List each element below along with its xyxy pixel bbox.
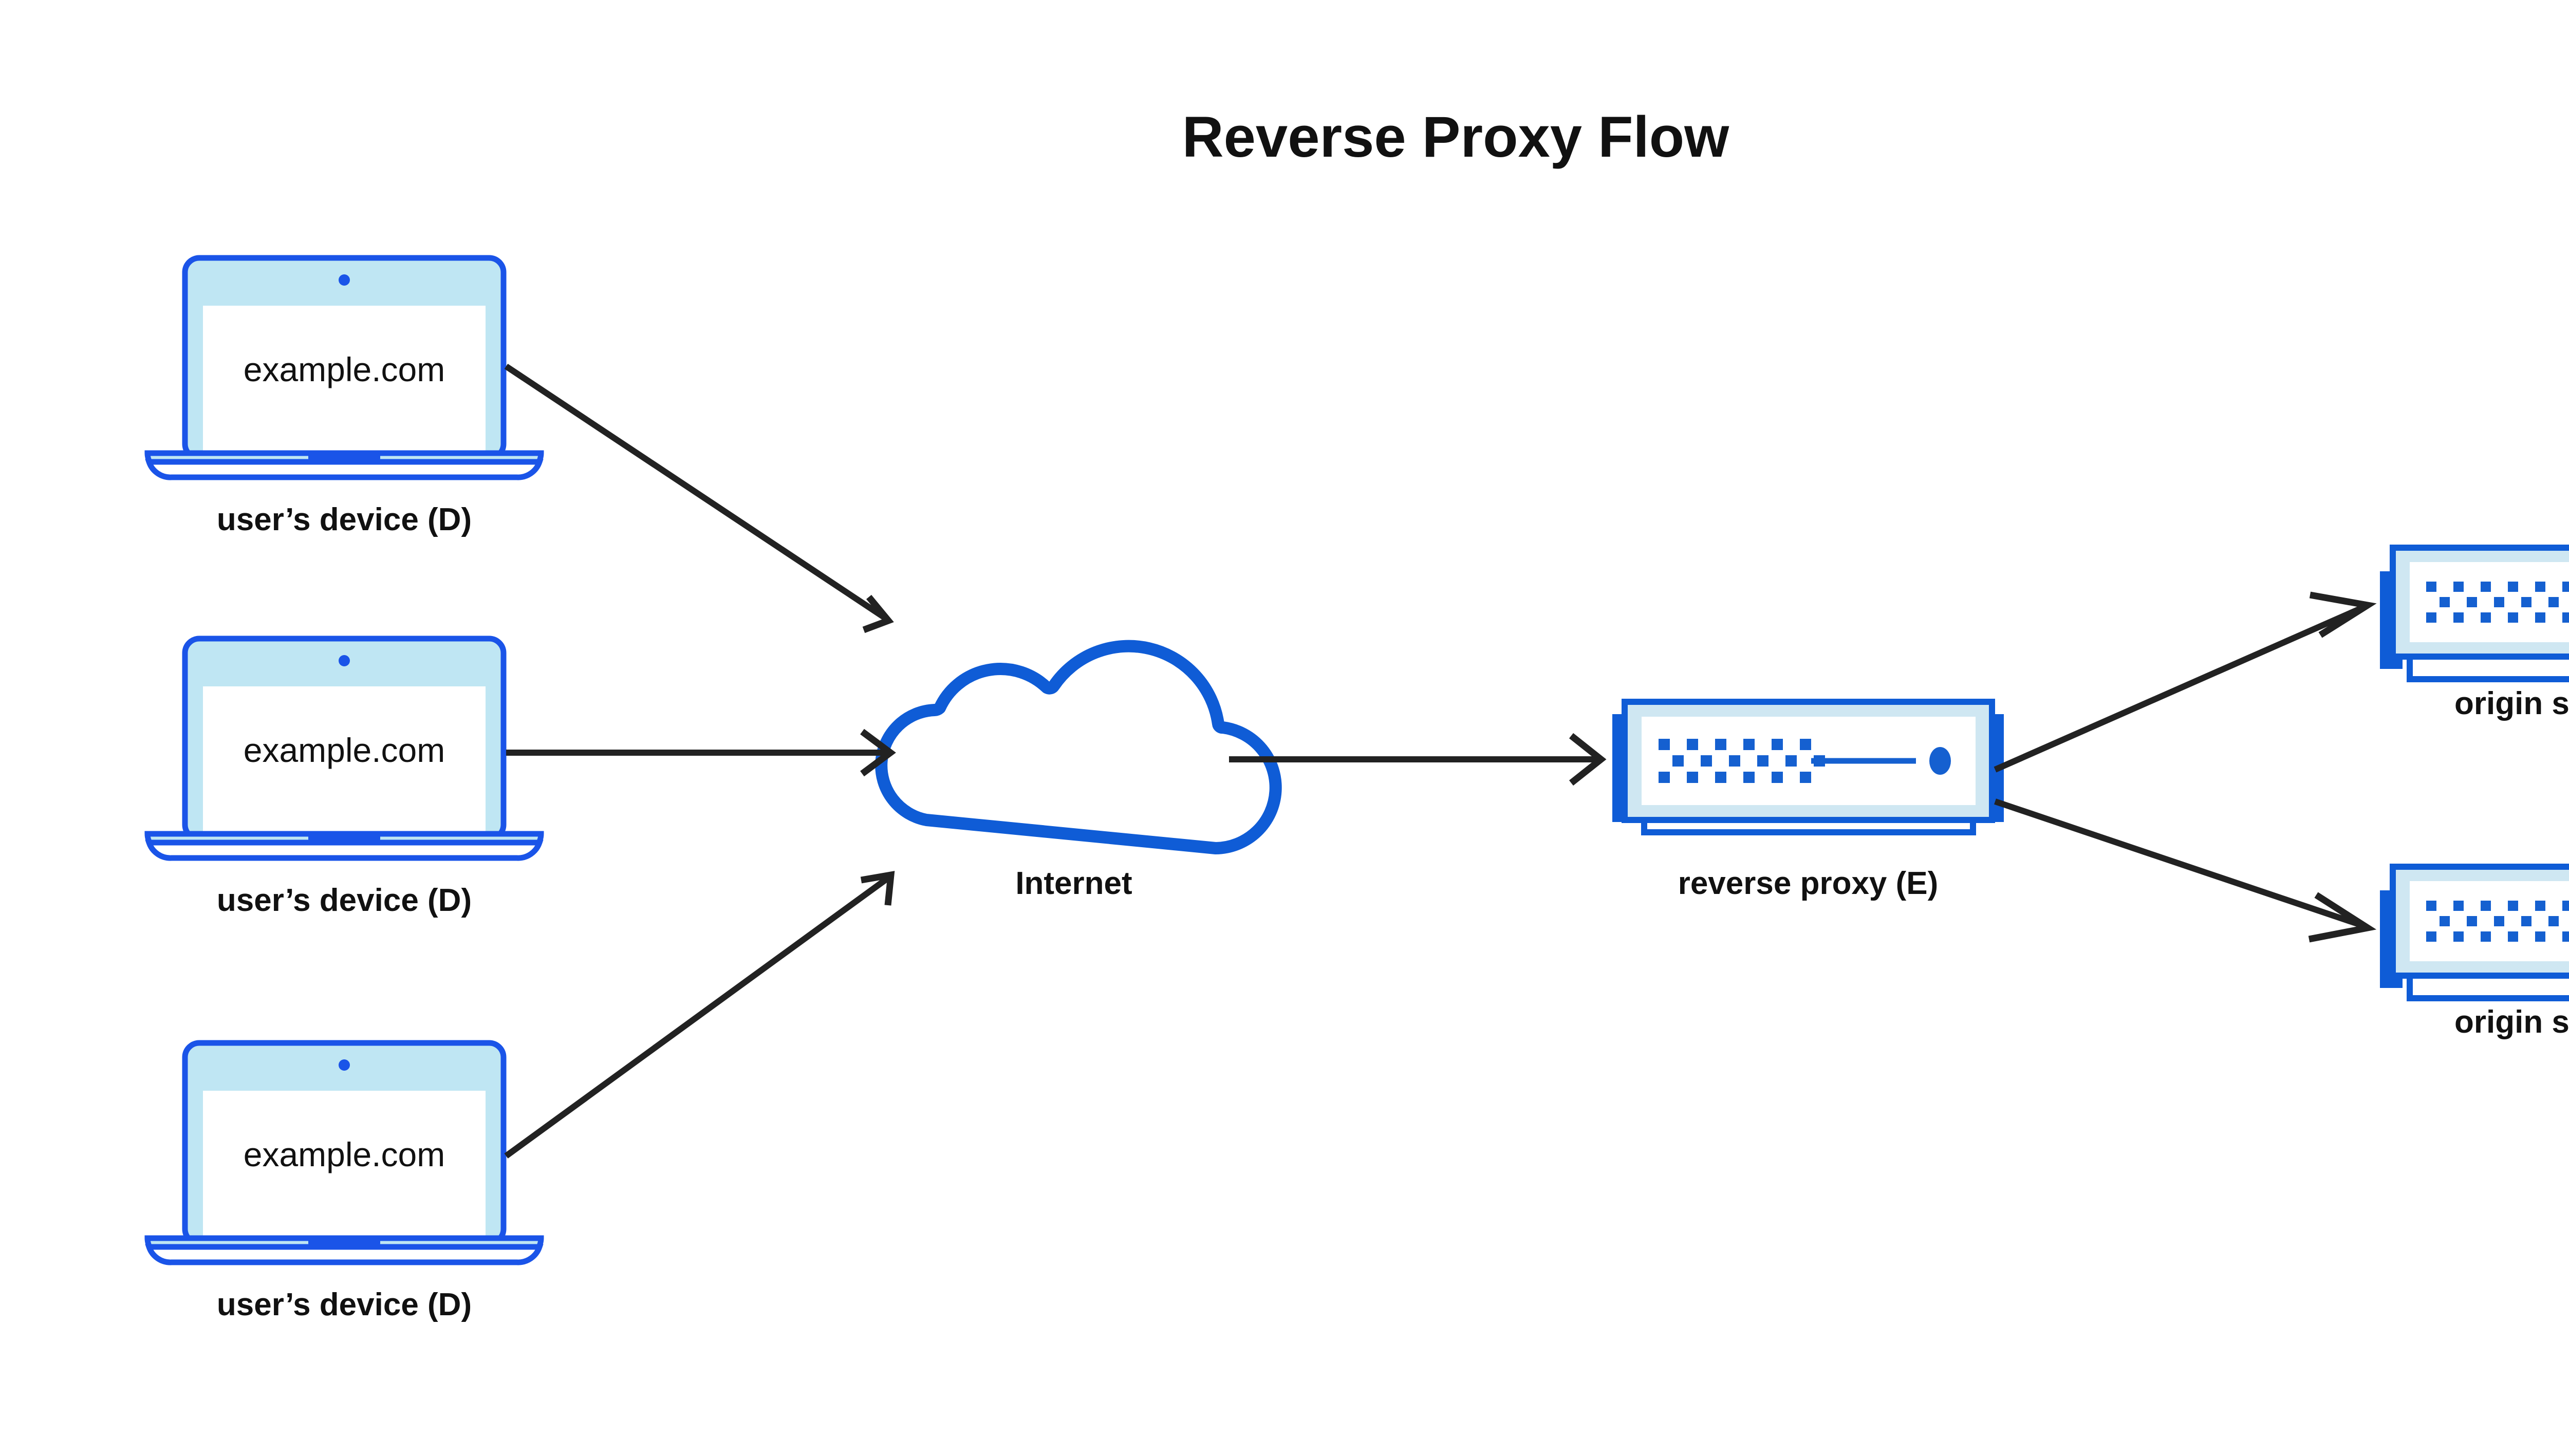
client-label-3: user’s device (D): [217, 1287, 472, 1322]
cloud-icon: [875, 640, 1282, 854]
server-icon: [2380, 864, 2569, 1001]
internet-node[interactable]: Internet: [875, 640, 1282, 901]
client-laptop-2[interactable]: example.com user’s device (D): [144, 636, 544, 918]
server-icon: [2380, 545, 2569, 682]
laptop-screen-url: example.com: [244, 1135, 445, 1173]
origin-server-label-2: origin server (F): [2454, 1004, 2569, 1040]
reverse-proxy-label: reverse proxy (E): [1678, 866, 1939, 901]
laptop-icon: [144, 255, 544, 480]
arrow-proxy-to-origin2: [1994, 798, 2377, 943]
client-laptop-3[interactable]: example.com user’s device (D): [144, 1040, 544, 1322]
laptop-screen-url: example.com: [244, 350, 445, 388]
laptop-icon: [144, 636, 544, 861]
laptop-screen-url: example.com: [244, 731, 445, 769]
origin-server-node-1[interactable]: origin server (F): [2380, 545, 2569, 721]
internet-label: Internet: [1015, 866, 1132, 901]
arrow-client2-to-internet: [506, 729, 896, 777]
arrow-proxy-to-origin1: [1994, 591, 2377, 773]
arrow-client3-to-internet: [504, 871, 895, 1159]
origin-server-node-2[interactable]: origin server (F): [2380, 864, 2569, 1040]
reverse-proxy-node[interactable]: reverse proxy (E): [1612, 699, 2004, 901]
page-title: Reverse Proxy Flow: [1182, 105, 1729, 169]
arrow-client1-to-internet: [504, 364, 894, 633]
client-label-1: user’s device (D): [217, 502, 472, 537]
server-icon: [1612, 699, 2004, 835]
client-laptop-1[interactable]: example.com user’s device (D): [144, 255, 544, 537]
arrow-internet-to-proxy: [1229, 733, 1607, 786]
origin-server-label-1: origin server (F): [2454, 686, 2569, 721]
client-label-2: user’s device (D): [217, 883, 472, 918]
laptop-icon: [144, 1040, 544, 1265]
